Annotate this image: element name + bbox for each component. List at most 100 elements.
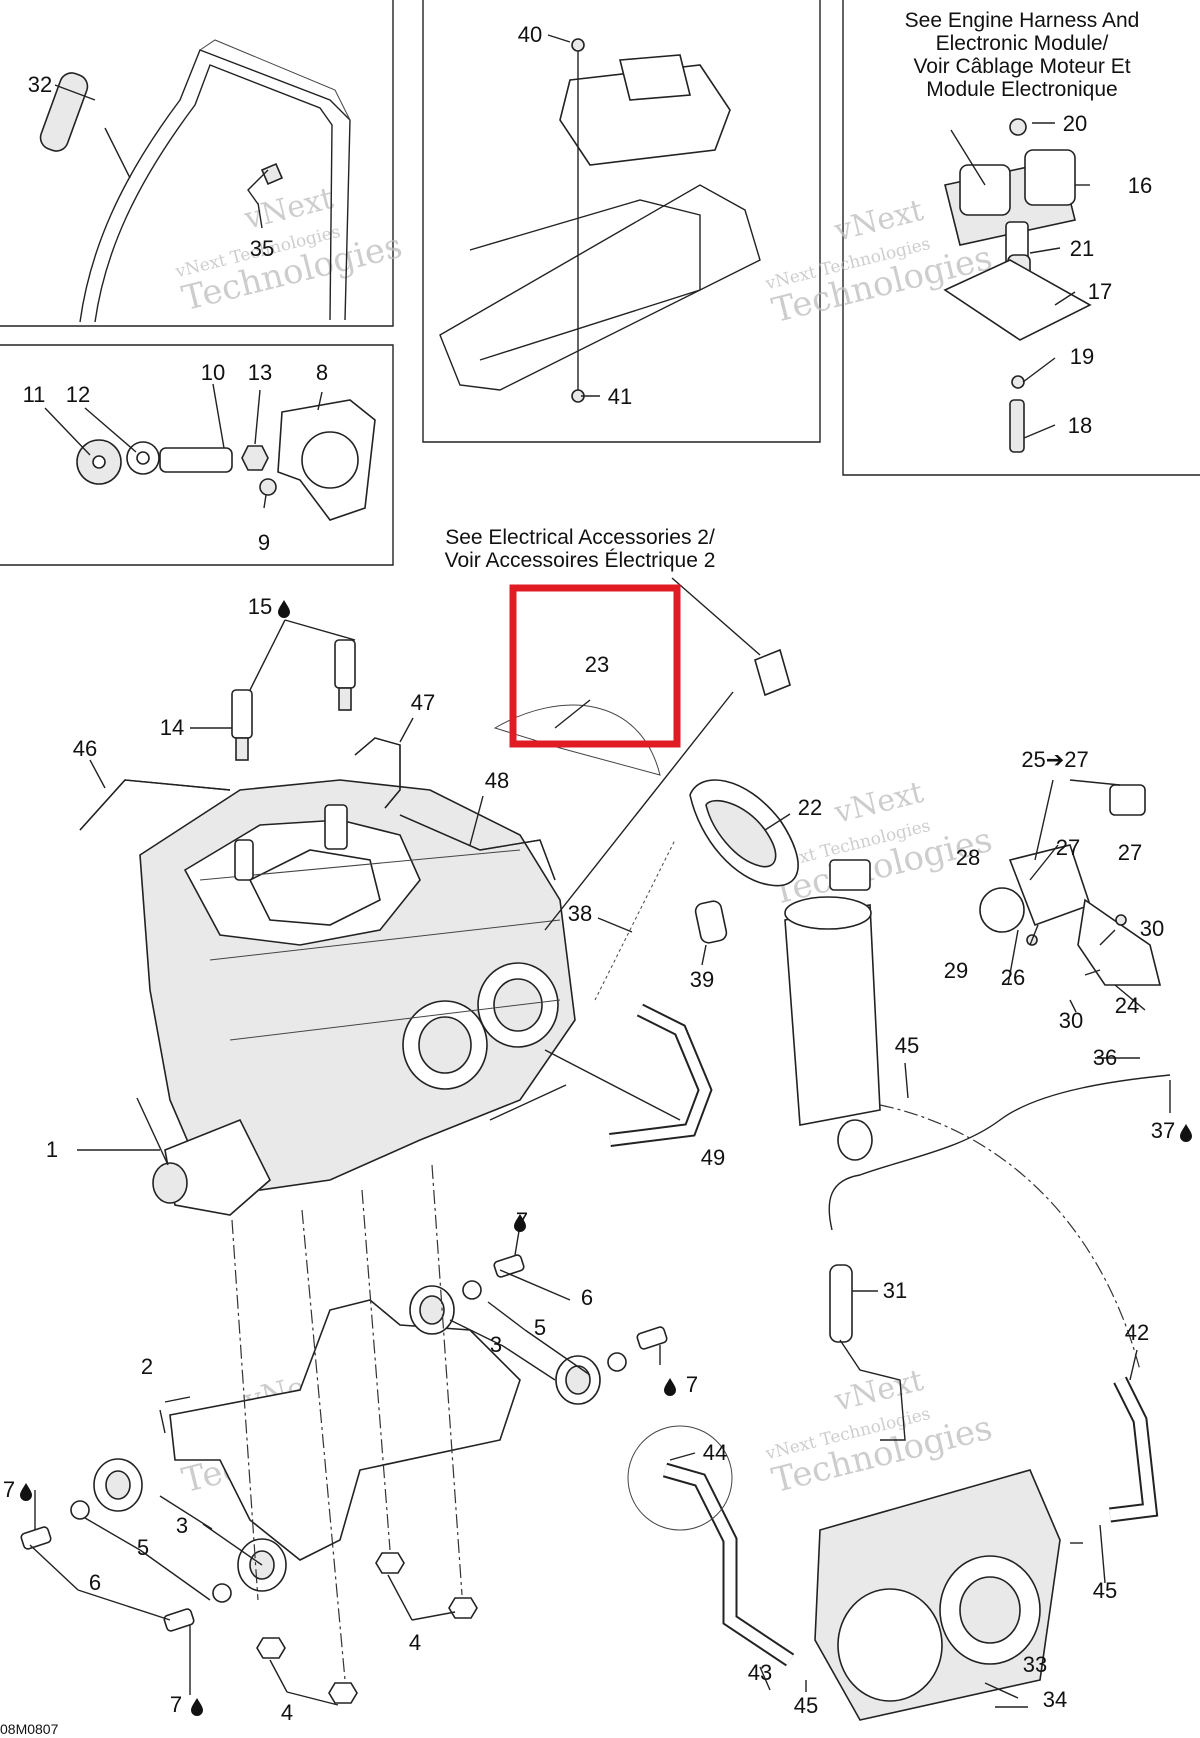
note-engine-harness-3: Voir Câblage Moteur Et [913, 55, 1130, 78]
oil-drop-icon [664, 1378, 676, 1396]
callout-47: 47 [411, 690, 435, 715]
callout-5a: 5 [534, 1315, 546, 1340]
note-engine-harness-2: Electronic Module/ [936, 32, 1109, 55]
callout-11: 11 [23, 382, 46, 407]
reference-notes: See Engine Harness And Electronic Module… [445, 9, 1140, 572]
callout-45b: 45 [1093, 1578, 1117, 1603]
callout-26: 26 [1001, 965, 1025, 990]
oil-drop-icon [1180, 1124, 1192, 1142]
callout-41: 41 [608, 384, 632, 409]
note-electrical-accessories-2: Voir Accessoires Électrique 2 [445, 549, 716, 572]
callout-2: 2 [141, 1354, 153, 1379]
recoil-handle-assembly [594, 779, 799, 1001]
ignition-coil-assembly [943, 118, 1092, 453]
callout-30b: 30 [1059, 1008, 1083, 1033]
alignment-lines [231, 1164, 463, 1681]
callout-24: 24 [1115, 993, 1139, 1018]
callout-7b: 7 [686, 1372, 698, 1397]
callout-48: 48 [485, 768, 509, 793]
fuel-filter [829, 1264, 906, 1441]
callout-7c-group: 7 [3, 1477, 32, 1502]
callout-4a: 4 [409, 1630, 421, 1655]
callout-12: 12 [66, 382, 90, 407]
note-engine-harness-1: See Engine Harness And [905, 9, 1140, 32]
callout-27a: 27 [1056, 835, 1080, 860]
callout-45a: 45 [895, 1033, 919, 1058]
callout-7a-group: 7 [514, 1208, 528, 1233]
callout-15: 15 [248, 594, 272, 619]
callout-19: 19 [1070, 344, 1094, 369]
callout-13: 13 [248, 360, 272, 385]
callout-10: 10 [201, 360, 225, 385]
callout-17: 17 [1088, 279, 1112, 304]
callout-14: 14 [160, 715, 184, 740]
callout-21: 21 [1070, 236, 1094, 261]
module-bracket-assembly [439, 38, 761, 403]
callout-38: 38 [568, 901, 592, 926]
callout-20: 20 [1063, 111, 1087, 136]
callout-8: 8 [316, 360, 328, 385]
oil-drop-icon [20, 1483, 32, 1501]
callout-46: 46 [73, 736, 97, 761]
callout-15-group: 15 [248, 594, 290, 619]
fuel-hoses [609, 1003, 1159, 1667]
callout-3a: 3 [490, 1332, 502, 1357]
callout-36: 36 [1093, 1045, 1117, 1070]
callout-30a: 30 [1140, 916, 1164, 941]
highlight-box [509, 584, 681, 748]
callout-40: 40 [518, 22, 542, 47]
callout-5b: 5 [137, 1535, 149, 1560]
callout-45c: 45 [794, 1693, 818, 1718]
callout-23: 23 [585, 652, 609, 677]
callout-33: 33 [1023, 1652, 1047, 1677]
engine-mount-hardware [20, 1254, 668, 1704]
mounting-hardware-parts [76, 399, 376, 521]
callout-43: 43 [748, 1660, 772, 1685]
callout-28: 28 [956, 845, 980, 870]
callout-16: 16 [1128, 173, 1152, 198]
callout-42: 42 [1125, 1320, 1149, 1345]
note-electrical-accessories-1: See Electrical Accessories 2/ [445, 526, 715, 549]
muffler-resonator [784, 859, 881, 1161]
engine-block [139, 779, 576, 1216]
callout-37: 37 [1151, 1118, 1175, 1143]
callout-3b: 3 [176, 1513, 188, 1538]
callout-labels: 32 35 11 12 10 13 8 9 40 41 20 16 21 17 … [3, 22, 1192, 1725]
callout-32: 32 [28, 72, 52, 97]
drawing-code: 08M0807 [0, 1721, 59, 1737]
callout-49: 49 [701, 1145, 725, 1170]
spark-plugs [231, 639, 356, 761]
callout-39: 39 [690, 967, 714, 992]
frame-tube-assembly [39, 39, 351, 323]
callout-22: 22 [798, 795, 822, 820]
callout-34: 34 [1043, 1687, 1067, 1712]
callout-1: 1 [46, 1137, 58, 1162]
callout-18: 18 [1068, 413, 1092, 438]
callout-29: 29 [944, 958, 968, 983]
engine-hoses [79, 737, 556, 881]
electrical-cover-part [493, 648, 791, 776]
leader-lines [29, 34, 1171, 1708]
callout-27b: 27 [1118, 840, 1142, 865]
callout-7b-group: 7 [664, 1372, 698, 1397]
throttle-body [814, 1469, 1061, 1721]
callout-37-group: 37 [1151, 1118, 1192, 1143]
note-engine-harness-4: Module Electronique [926, 78, 1117, 101]
oil-drop-icon [191, 1698, 203, 1716]
callout-7c: 7 [3, 1477, 15, 1502]
throttle-controls [979, 784, 1162, 986]
callout-31: 31 [883, 1278, 907, 1303]
callout-25-27: 25➔27 [1021, 747, 1088, 772]
panel-frames [0, 0, 1200, 566]
callout-6a: 6 [581, 1285, 593, 1310]
callout-4b: 4 [281, 1700, 293, 1725]
callout-35: 35 [250, 236, 274, 261]
callout-7d-group: 7 [170, 1692, 203, 1717]
callout-6b: 6 [89, 1570, 101, 1595]
callout-44: 44 [703, 1440, 727, 1465]
throttle-cable [828, 1074, 1171, 1371]
oil-drop-icon [278, 600, 290, 618]
callout-9: 9 [258, 530, 270, 555]
callout-7d: 7 [170, 1692, 182, 1717]
